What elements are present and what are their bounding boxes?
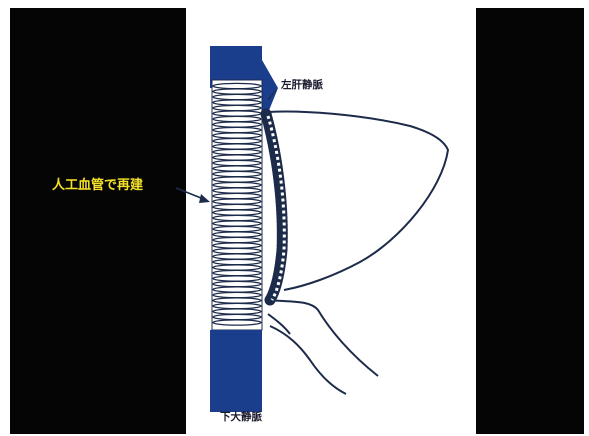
liver-outline [268,112,448,290]
ivc-lower-segment [210,330,262,412]
graft-label: 人工血管で再建 [52,179,143,192]
liver-cut-edge [266,114,284,300]
graft-pointer-head [199,194,210,203]
left-hepatic-vein-label: 左肝静脈 [281,80,323,91]
artificial-graft [212,80,262,330]
hilar-structure [268,300,378,394]
ivc-label: 下大静脈 [220,412,262,423]
